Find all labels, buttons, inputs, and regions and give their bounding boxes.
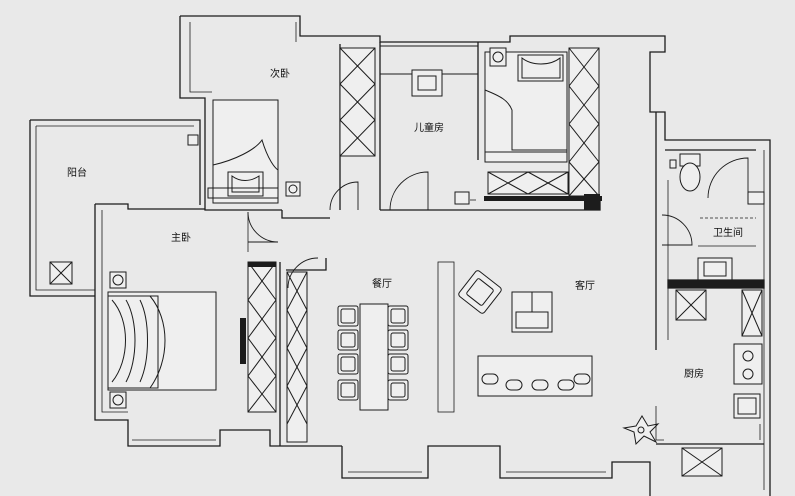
second-bedroom [207,44,376,219]
label-second-bedroom: 次卧 [270,67,290,80]
coffee-table [511,291,553,333]
label-master-bedroom: 主卧 [171,231,191,244]
master-bedroom [107,211,281,446]
kitchen-sink [733,393,761,419]
label-balcony: 阳台 [67,166,87,179]
kitchen [656,279,765,477]
wardrobe-master-bedroom [247,261,277,413]
bathroom [661,149,765,281]
sofa [477,355,593,397]
label-kids-room: 儿童房 [414,121,444,134]
dining-cabinet [286,271,308,443]
label-dining-room: 餐厅 [372,277,392,290]
plant [622,415,660,446]
fridge [681,447,723,477]
label-living-room: 客厅 [575,279,595,292]
bed-third-bedroom [484,51,568,163]
wardrobe-second-bedroom [339,47,376,157]
stove [733,343,763,385]
kids-room [379,42,500,211]
third-bedroom [484,47,602,211]
kitchen-cabinet-left [675,289,707,321]
balcony-area [29,119,201,297]
kitchen-cabinet-right [741,289,763,337]
toilet [679,153,701,192]
tv-cabinet-third-bedroom [487,171,569,195]
bed-master-bedroom [107,291,217,391]
living-room [458,270,664,446]
label-kitchen: 厨房 [684,367,704,380]
wardrobe-third-bedroom [568,47,600,197]
label-bathroom: 卫生间 [713,226,743,239]
armchair [458,270,502,314]
dining-table [359,303,389,411]
bath-sink [697,257,733,281]
dining-room [286,257,455,443]
exterior-walls [94,15,771,496]
bed-second-bedroom [207,99,279,204]
